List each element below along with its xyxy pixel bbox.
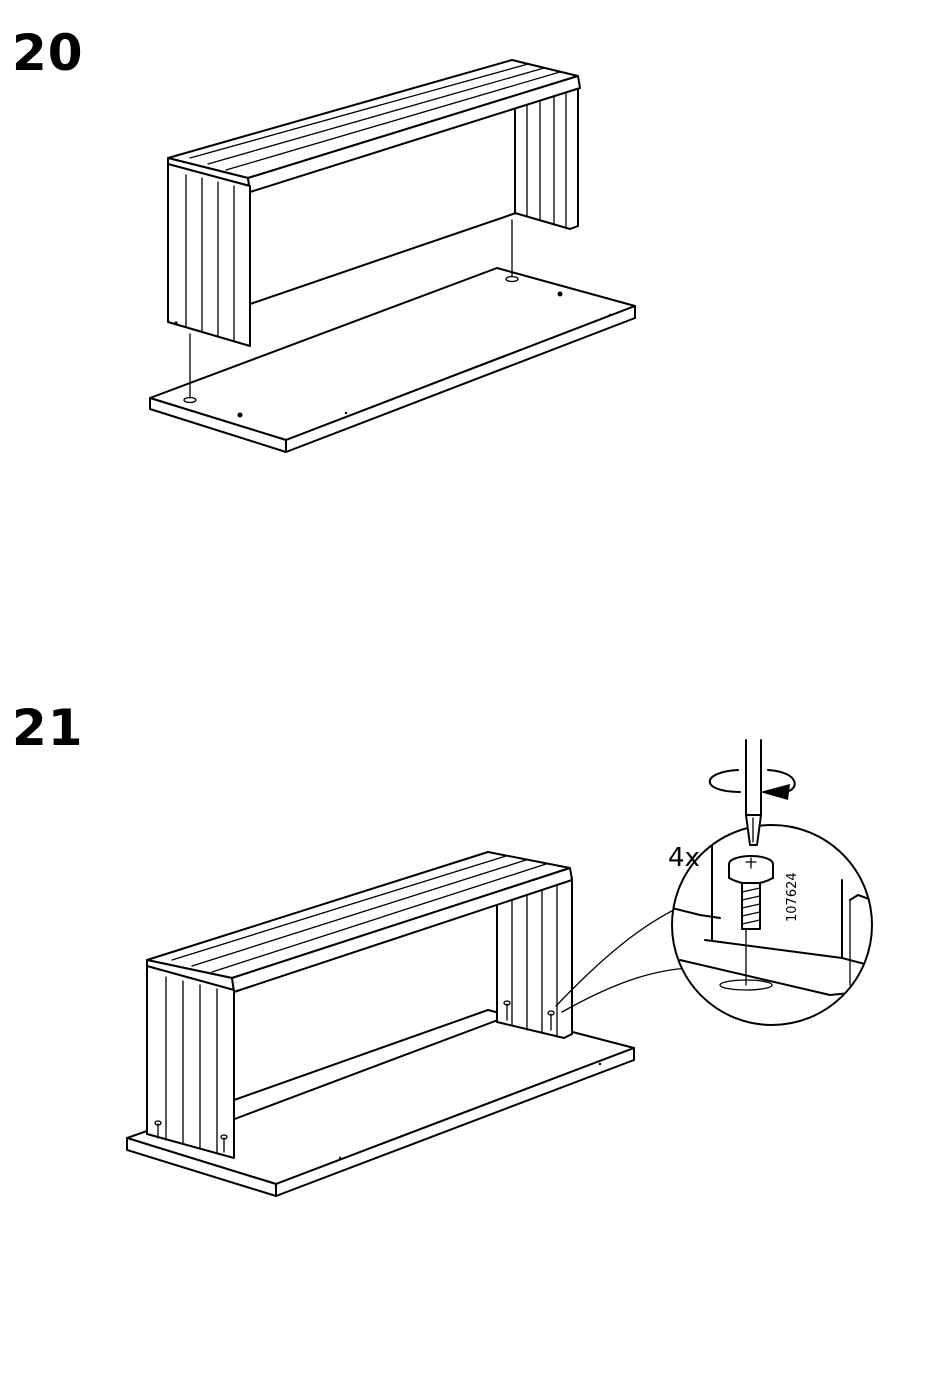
- rotate-clockwise-icon: [710, 770, 795, 800]
- step-21-illustration: 4x 107624: [127, 740, 880, 1196]
- callout-leader: [556, 905, 684, 1006]
- screwdriver-icon: [746, 740, 761, 845]
- part-number-label: 107624: [785, 872, 800, 922]
- callout-leader: [562, 968, 690, 1012]
- step-20-illustration: [150, 60, 635, 452]
- quantity-label: 4x: [668, 843, 700, 873]
